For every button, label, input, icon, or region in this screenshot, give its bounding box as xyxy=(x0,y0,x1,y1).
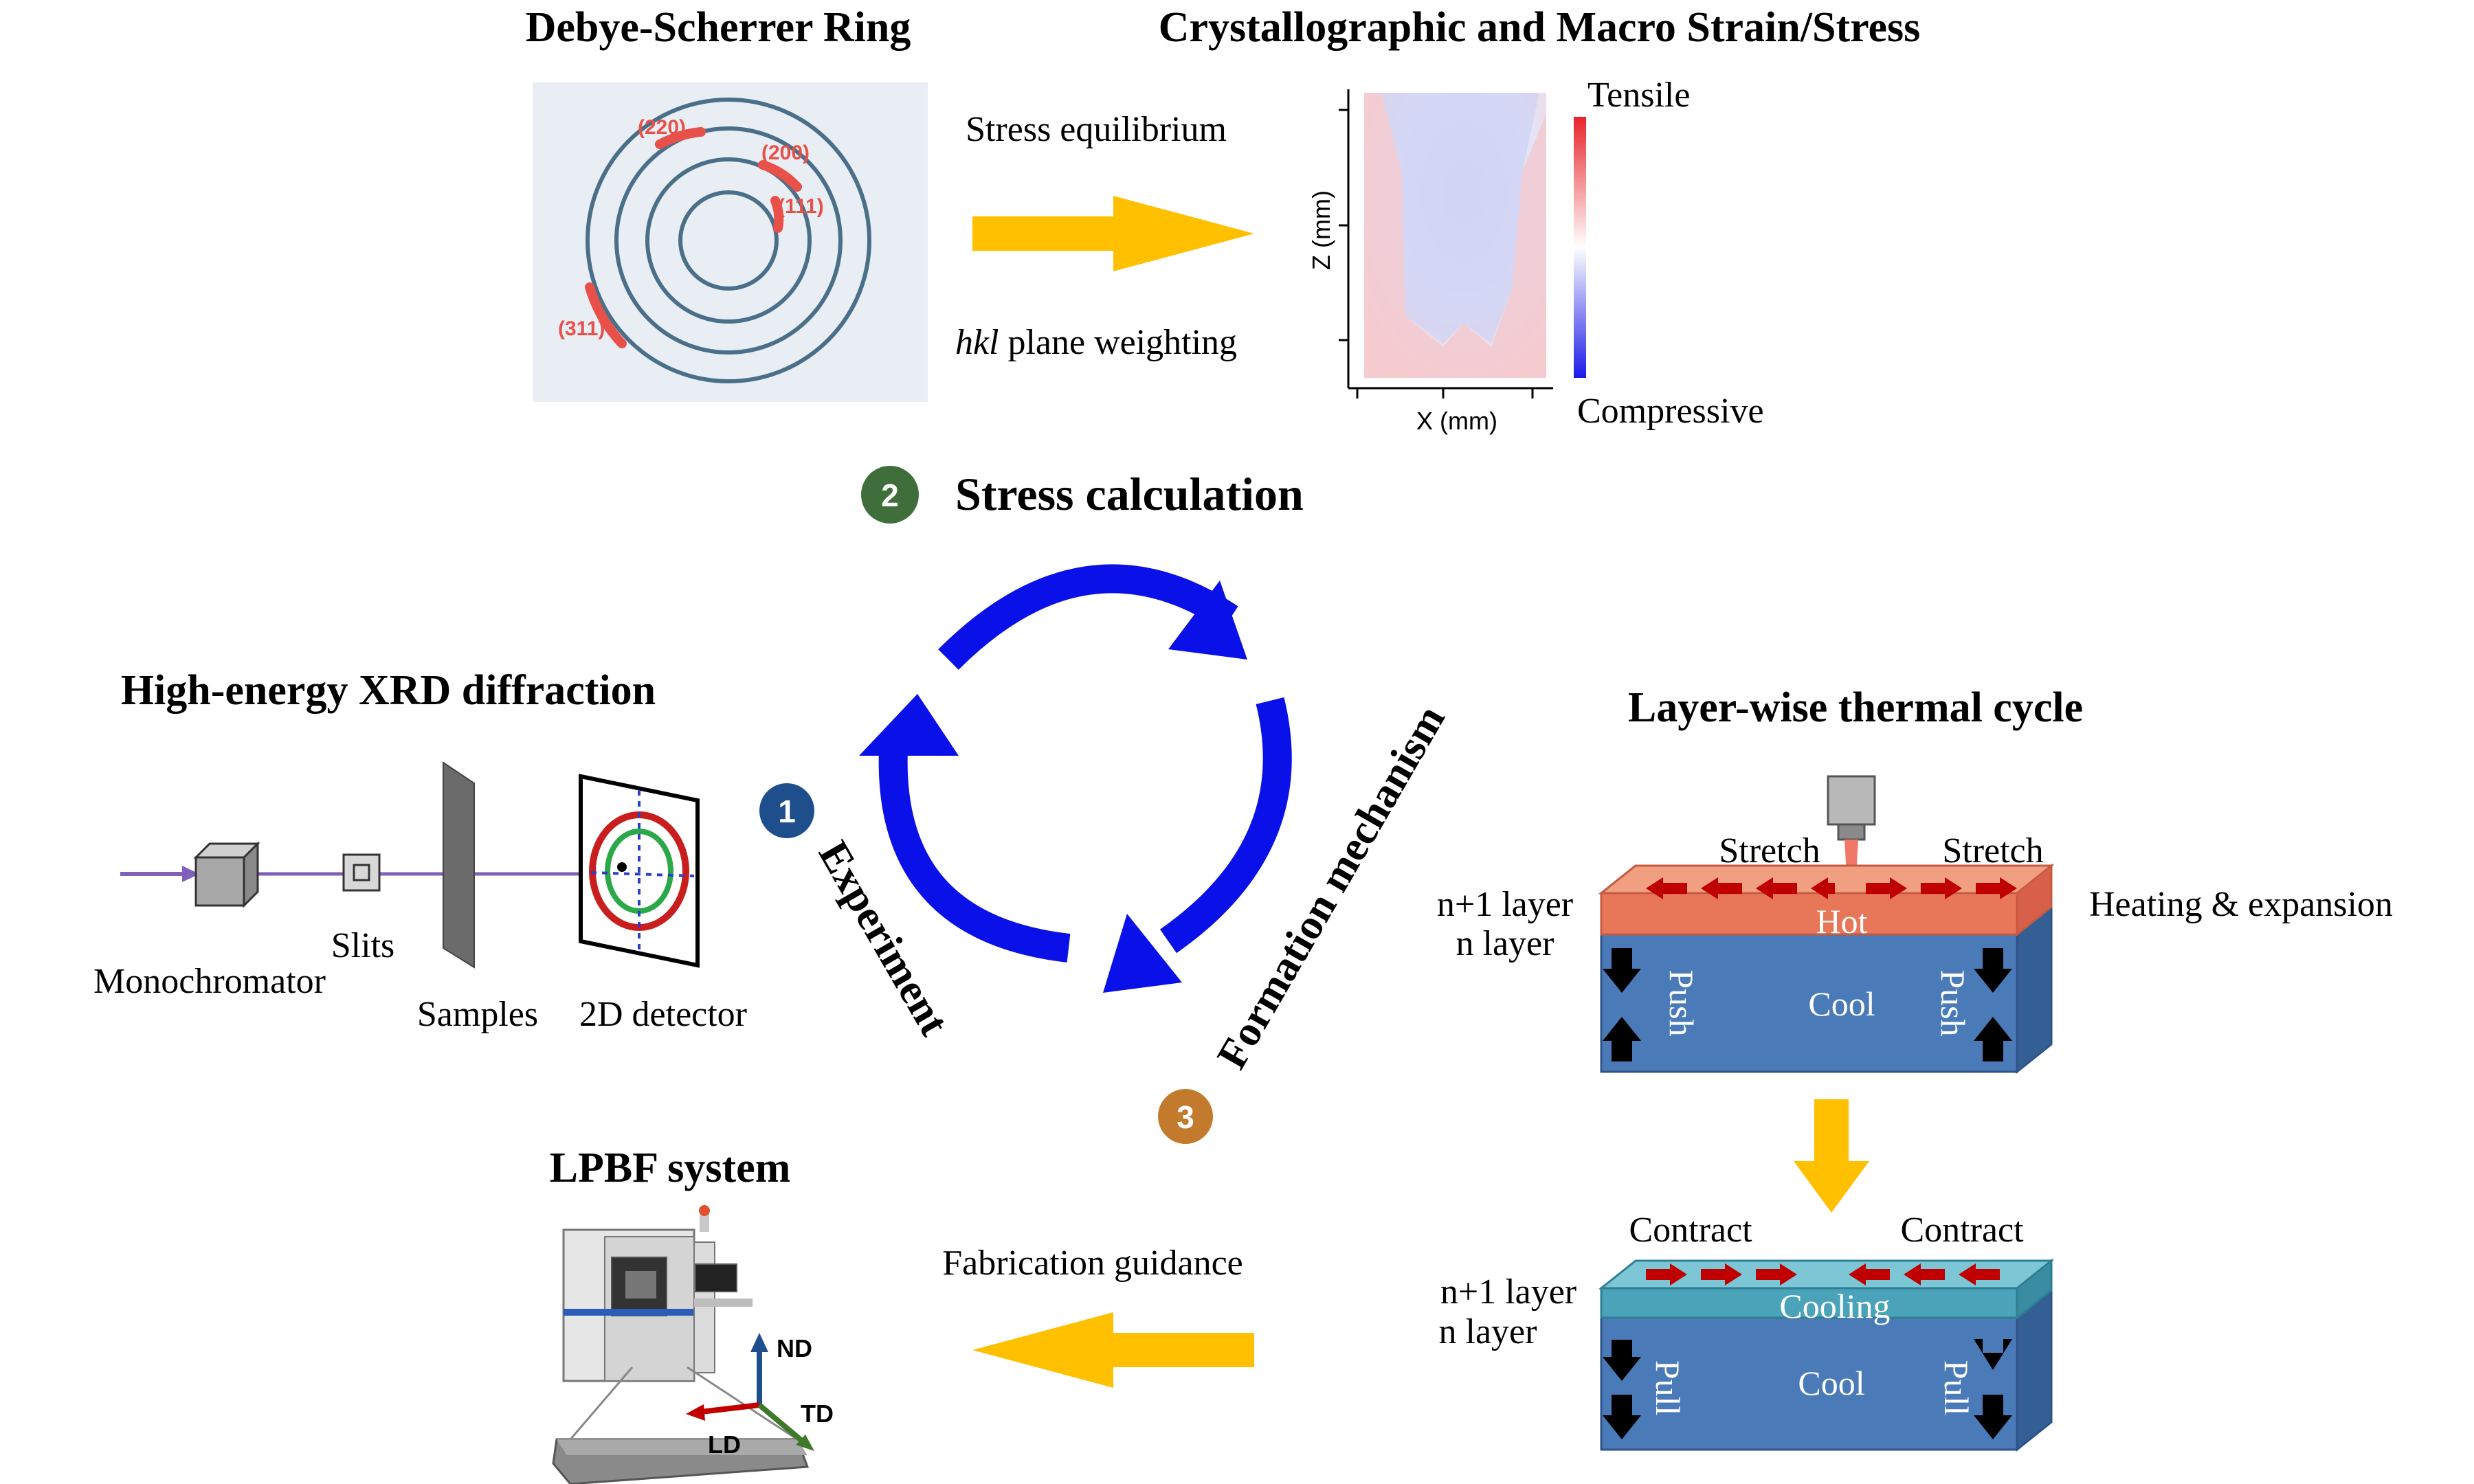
cycle-arrows xyxy=(878,564,1292,963)
cool-label-cooling: Cool xyxy=(1798,1364,1864,1402)
step3-number: 3 xyxy=(1177,1099,1194,1135)
n-layer-label-heating: n layer xyxy=(1456,924,1554,963)
step2-badge xyxy=(861,466,919,524)
crystal-title: Crystallographic and Macro Strain/Stress xyxy=(1159,4,1921,51)
map-x-label: X (mm) xyxy=(1416,407,1497,435)
layer-title: Layer-wise thermal cycle xyxy=(1628,684,2083,731)
stress-map: Z (mm) X (mm) Tensile Compressive xyxy=(1307,76,1764,435)
step1-number: 1 xyxy=(778,794,796,829)
monochromator-label: Monochromator xyxy=(93,962,326,1001)
ld-label: LD xyxy=(708,1430,741,1459)
stretch-arrows xyxy=(1646,877,2017,899)
debye-ring-panel: (220) (200) (111) (311) xyxy=(533,82,928,402)
monochromator-icon xyxy=(193,841,260,908)
cycle-arrowhead-left xyxy=(859,694,959,756)
samples-label: Samples xyxy=(417,995,538,1034)
down-arrow xyxy=(1794,1099,1869,1213)
pull-left-label: Pull xyxy=(1649,1360,1687,1416)
step1-badge xyxy=(759,783,814,838)
sample-plate xyxy=(443,761,475,969)
pull-right-label: Pull xyxy=(1937,1360,1976,1416)
cooling-label: Cooling xyxy=(1779,1287,1890,1325)
step1-label: Experiment xyxy=(810,833,958,1044)
ring-220 xyxy=(614,126,843,355)
n1-layer-label-cooling: n+1 layer xyxy=(1440,1272,1576,1312)
nd-arrowhead xyxy=(750,1333,768,1352)
xrd-setup: Monochromator Slits Samples 2D detector xyxy=(93,761,747,1034)
guidance-arrow xyxy=(972,1312,1254,1388)
push-left-label: Push xyxy=(1662,969,1701,1036)
lpbf-title: LPBF system xyxy=(550,1145,791,1191)
laser-head-icon xyxy=(1827,775,1876,826)
slits-label: Slits xyxy=(331,926,395,965)
ld-arrowhead xyxy=(686,1404,705,1421)
step2-label: Stress calculation xyxy=(955,468,1304,520)
detector-icon xyxy=(579,774,700,968)
n-layer-label-cooling: n layer xyxy=(1439,1312,1537,1351)
stretch-right-label: Stretch xyxy=(1942,831,2043,870)
step3-badge xyxy=(1158,1089,1213,1144)
stress-arrow xyxy=(972,196,1254,271)
td-arrowhead xyxy=(796,1435,814,1451)
map-y-label: Z (mm) xyxy=(1307,190,1335,270)
ring-311 xyxy=(586,98,871,383)
debye-title: Debye-Scherrer Ring xyxy=(526,4,911,51)
nd-label: ND xyxy=(777,1334,812,1362)
cool-label-heating: Cool xyxy=(1808,985,1875,1023)
td-label: TD xyxy=(801,1399,834,1428)
ring-111 xyxy=(678,190,779,291)
push-right-label: Push xyxy=(1934,969,1972,1036)
ring-label-200: (200) xyxy=(761,142,810,164)
push-arrows xyxy=(1603,948,2012,1061)
lpbf-machine-icon xyxy=(552,1205,810,1484)
ring-200 xyxy=(645,157,812,324)
contract-arrows xyxy=(1646,1263,2000,1285)
cycle-arrow-right xyxy=(1159,697,1292,954)
guidance-label: Fabrication guidance xyxy=(942,1244,1243,1283)
ring-label-220: (220) xyxy=(638,116,686,139)
hot-label: Hot xyxy=(1816,902,1868,941)
scale-compressive-label: Compressive xyxy=(1577,392,1764,431)
lpbf-axes: ND TD LD xyxy=(686,1333,834,1459)
expansion-label: Heating & expansion xyxy=(2089,885,2393,924)
contract-left-label: Contract xyxy=(1629,1211,1752,1250)
xrd-title: High-energy XRD diffraction xyxy=(121,667,656,714)
stress-colorbar xyxy=(1574,117,1586,378)
cycle-arrowhead-top xyxy=(1168,581,1247,660)
scale-tensile-label: Tensile xyxy=(1587,76,1690,115)
cycle-arrow-top xyxy=(938,564,1238,670)
stress-equilibrium-label: Stress equilibrium xyxy=(966,110,1227,149)
heating-block: Hot Cool Push Push xyxy=(1598,775,2055,1075)
pull-arrows xyxy=(1603,1339,2012,1439)
cooling-block: Cooling Cool Pull Pull xyxy=(1598,1258,2055,1452)
cycle-arrow-left xyxy=(878,748,1071,963)
cycle-arrowhead-right xyxy=(1103,914,1182,993)
stretch-left-label: Stretch xyxy=(1719,831,1820,870)
contract-right-label: Contract xyxy=(1900,1211,2024,1250)
ring-label-111: (111) xyxy=(778,195,824,218)
n1-layer-label-heating: n+1 layer xyxy=(1437,885,1573,924)
step2-number: 2 xyxy=(881,477,899,513)
detector-label: 2D detector xyxy=(579,995,747,1034)
plane-weighting-label: hkl plane weighting xyxy=(955,323,1237,362)
slits-icon xyxy=(342,853,381,892)
ring-label-311: (311) xyxy=(558,317,605,340)
